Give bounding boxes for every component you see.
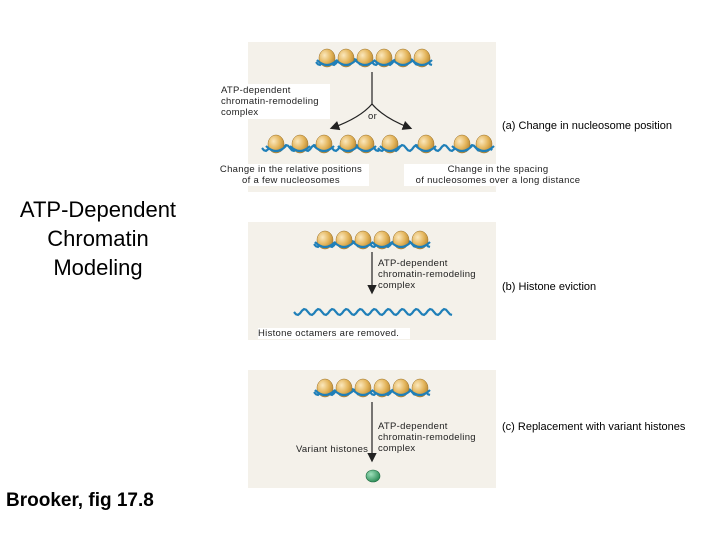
panel-a-complex-label: ATP-dependent chromatin-remodeling compl… bbox=[220, 84, 330, 119]
panel-b-complex-label: ATP-dependent chromatin-remodeling compl… bbox=[378, 258, 490, 291]
panel-b-caption: (b) Histone eviction bbox=[502, 281, 596, 293]
variant-histone-icon bbox=[366, 470, 380, 482]
panel-c-nucleosome-array bbox=[314, 379, 430, 397]
panel-a-top-nucleosome-array bbox=[316, 49, 432, 67]
panel-c-complex-label: ATP-dependent chromatin-remodeling compl… bbox=[378, 421, 490, 454]
panel-b-top-nucleosome-array bbox=[314, 231, 430, 249]
panel-a-right-outcome: Change in the spacing of nucleosomes ove… bbox=[404, 164, 592, 186]
panel-b-outcome: Histone octamers are removed. bbox=[258, 328, 410, 339]
panel-a-right-arrow bbox=[372, 104, 410, 128]
panel-a-right-nucleosome-array bbox=[378, 135, 494, 153]
panel-a-left-nucleosome-array bbox=[262, 135, 380, 153]
panel-a-left-arrow bbox=[332, 104, 372, 128]
dna-strand bbox=[294, 309, 452, 315]
panel-b-bottom-dna-strand bbox=[294, 309, 452, 315]
panel-a-left-outcome: Change in the relative positions of a fe… bbox=[213, 164, 369, 186]
panel-c-caption: (c) Replacement with variant histones bbox=[502, 421, 685, 433]
variant-histones-label: Variant histones bbox=[296, 444, 368, 455]
panel-a-caption: (a) Change in nucleosome position bbox=[502, 120, 672, 132]
figure-credit: Brooker, fig 17.8 bbox=[6, 490, 154, 512]
slide-title: ATP-Dependent Chromatin Modeling bbox=[8, 195, 188, 282]
panel-a-or-label: or bbox=[368, 111, 377, 122]
